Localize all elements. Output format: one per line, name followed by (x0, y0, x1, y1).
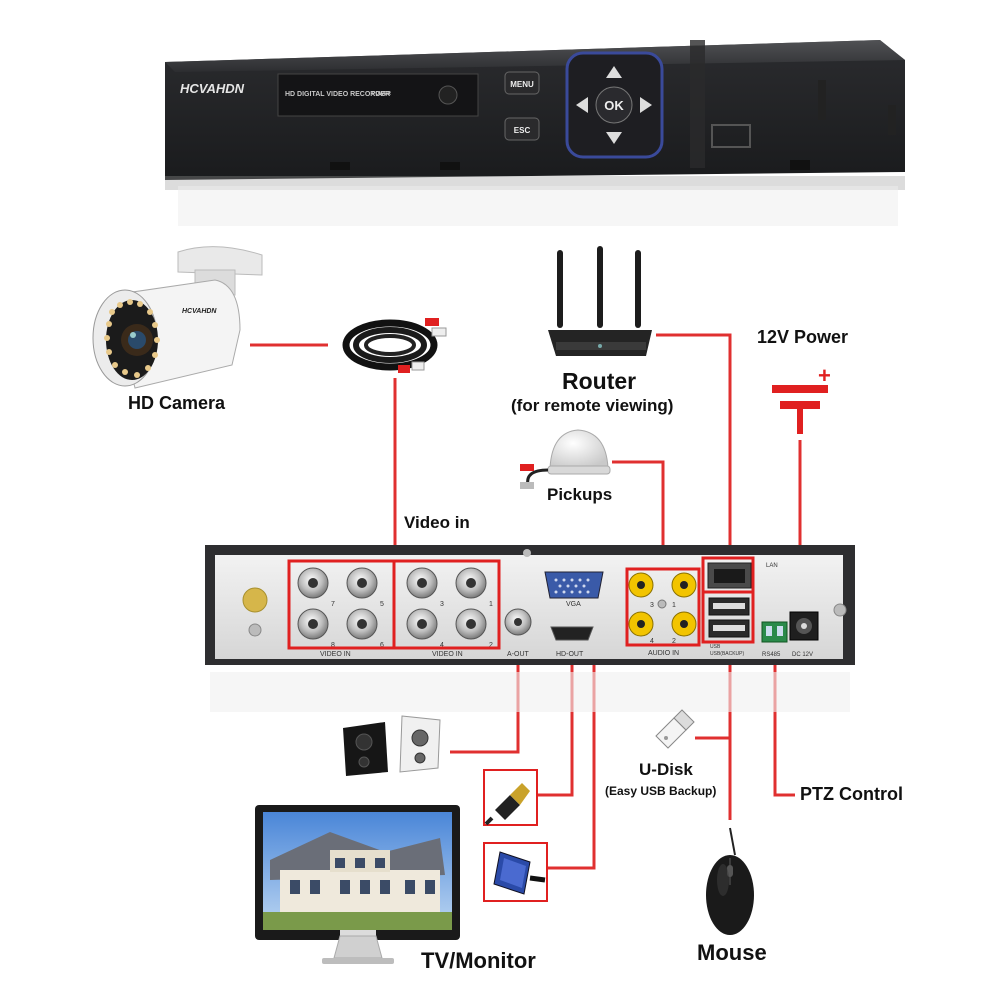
audio-in-group: 3 1 4 2 AUDIO IN (628, 572, 697, 657)
connection-lines (250, 333, 802, 870)
tv-label: TV/Monitor (421, 948, 536, 973)
line-pickups (612, 460, 665, 572)
bnc-group-left: 7 5 8 6 VIDEO IN (297, 567, 384, 658)
speakers (343, 715, 441, 776)
dpad-left-button[interactable] (576, 97, 588, 113)
audio-number: 4 (650, 638, 654, 645)
line-aout (450, 628, 520, 754)
udisk-icon (655, 709, 695, 749)
line-router-lan (656, 333, 732, 570)
dvr-front-usb-port (711, 124, 751, 148)
rs485-terminal (761, 621, 788, 643)
bnc-number: 7 (331, 601, 335, 608)
router-label: Router (562, 368, 637, 394)
vga-port (544, 571, 604, 599)
esc-button[interactable]: ESC (504, 117, 540, 141)
dvr-brand-logo: HCVAHDN (180, 81, 245, 96)
camera-brand-logo: HCVAHDN (182, 308, 217, 315)
bnc-number: 5 (380, 601, 384, 608)
menu-button[interactable]: MENU (504, 71, 540, 95)
video-in-label-right: VIDEO IN (432, 651, 463, 658)
dvr-front-unit: HCVAHDN HD DIGITAL VIDEO RECORDER POWER … (165, 40, 905, 226)
power-plus-sign: + (818, 363, 831, 388)
dvr-display-text: HD DIGITAL VIDEO RECORDER (285, 91, 390, 98)
bnc-number: 8 (331, 642, 335, 649)
tv-monitor (255, 805, 460, 964)
bnc-number: 3 (440, 601, 444, 608)
hdout-port (550, 626, 594, 641)
dpad-ok-button[interactable]: OK (595, 86, 633, 124)
dpad-right-button[interactable] (640, 97, 652, 113)
router (548, 246, 652, 356)
bnc-number: 4 (440, 642, 444, 649)
dc-label: DC 12V (792, 652, 813, 658)
video-in-label-left: VIDEO IN (320, 651, 351, 658)
power-symbol: + (772, 363, 831, 434)
audio-in-label: AUDIO IN (648, 650, 679, 657)
dvr-ir-sensor (438, 85, 458, 105)
ptz-label: PTZ Control (800, 784, 903, 804)
bnc-group-right: 3 1 4 2 VIDEO IN (406, 567, 493, 658)
bnc-cable-coil (342, 318, 447, 373)
dvr-power-label: POWER (372, 91, 391, 97)
usb-backup-label: USB(BACKUP) (710, 651, 745, 657)
mouse-icon (706, 827, 754, 935)
udisk-label: U-Disk (639, 760, 693, 779)
vga-label: VGA (566, 601, 581, 608)
hdmi-cable-icon (483, 769, 538, 826)
udisk-sublabel: (Easy USB Backup) (605, 784, 717, 798)
lan-label: LAN (766, 563, 778, 569)
lan-highlight (701, 556, 755, 594)
dvr-back-panel: 7 5 8 6 VIDEO IN 3 1 4 2 VIDEO IN A-OUT (205, 545, 855, 712)
dpad-ok-label: OK (604, 98, 624, 113)
bnc-number: 2 (489, 642, 493, 649)
rs485-label: RS485 (762, 652, 781, 658)
hd-camera: HCVAHDN (92, 246, 263, 389)
menu-button-label: MENU (510, 80, 534, 89)
video-in-label: Video in (404, 513, 470, 532)
usb-label: USB (710, 644, 721, 650)
bnc-number: 1 (489, 601, 493, 608)
hdout-label: HD-OUT (556, 651, 584, 658)
pickup-microphone (520, 429, 611, 489)
audio-number: 2 (672, 638, 676, 645)
camera-label: HD Camera (128, 393, 226, 413)
aout-label: A-OUT (507, 651, 530, 658)
audio-number: 3 (650, 602, 654, 609)
pickups-label: Pickups (547, 485, 613, 504)
bnc-number: 6 (380, 642, 384, 649)
power-label: 12V Power (757, 327, 849, 347)
dpad-down-button[interactable] (606, 132, 622, 144)
dpad-up-button[interactable] (606, 66, 622, 78)
audio-number: 1 (672, 602, 676, 609)
esc-button-label: ESC (514, 126, 531, 135)
router-sublabel: (for remote viewing) (511, 396, 674, 415)
vga-cable-icon (483, 842, 548, 902)
audio-in-highlight (625, 567, 701, 647)
mouse-label: Mouse (697, 940, 767, 965)
